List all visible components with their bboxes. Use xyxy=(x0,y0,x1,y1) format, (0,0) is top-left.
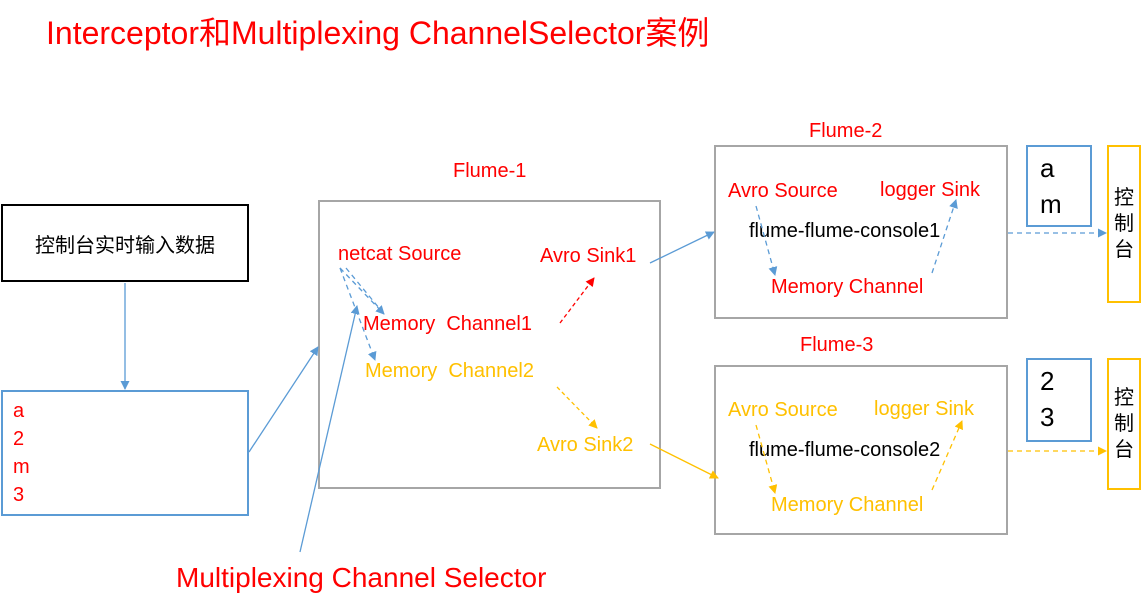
flume1-label: Flume-1 xyxy=(453,160,527,182)
flume3-console-box: 控 制 台 xyxy=(1107,358,1141,490)
flume1-memory-channel2: Memory Channel2 xyxy=(365,360,534,382)
console-char: 控 xyxy=(1114,387,1134,409)
flume2-output-box: a m xyxy=(1026,145,1092,227)
output-line: m xyxy=(1040,189,1062,219)
console-char: 台 xyxy=(1114,239,1134,261)
flume2-avro-source: Avro Source xyxy=(728,180,838,202)
output-line: 2 xyxy=(1040,366,1055,396)
arrow-source-to-channel2 xyxy=(339,267,377,361)
diagram-title: Interceptor和Multiplexing ChannelSelector… xyxy=(46,15,710,51)
flume1-avro-sink1: Avro Sink1 xyxy=(540,245,637,267)
arrow-channel2-to-sink2 xyxy=(556,386,598,429)
output-line: a xyxy=(1040,153,1055,183)
console-input-label: 控制台实时输入数据 xyxy=(35,234,215,257)
flume2-memory-channel: Memory Channel xyxy=(771,276,924,298)
flume1-box xyxy=(318,200,661,489)
input-data-box: a 2 m 3 xyxy=(1,390,249,516)
flume3-avro-source: Avro Source xyxy=(728,399,838,421)
flume2-agent-name: flume-flume-console1 xyxy=(749,220,941,242)
flume3-box xyxy=(714,365,1008,535)
flume2-console-box: 控 制 台 xyxy=(1107,145,1141,303)
input-line: 3 xyxy=(13,484,25,506)
arrow-selector-pointer xyxy=(299,305,360,553)
arrow-data-to-flume1 xyxy=(248,346,319,453)
flume1-netcat-source: netcat Source xyxy=(338,243,462,265)
input-line: a xyxy=(13,400,25,422)
output-line: 3 xyxy=(1040,402,1055,432)
arrow-flume2-source-to-channel xyxy=(755,205,778,276)
arrow-sink1-to-flume2 xyxy=(649,231,715,264)
flume2-label: Flume-2 xyxy=(809,120,883,142)
arrow-flume3-source-to-channel xyxy=(755,424,778,494)
console-char: 台 xyxy=(1114,439,1134,461)
flume1-memory-channel1: Memory Channel1 xyxy=(363,313,532,335)
flume1-avro-sink2: Avro Sink2 xyxy=(537,434,634,456)
flume3-agent-name: flume-flume-console2 xyxy=(749,439,941,461)
arrow-flume2-channel-to-sink xyxy=(931,199,958,274)
input-line: 2 xyxy=(13,428,25,450)
flume2-box xyxy=(714,145,1008,319)
console-char: 制 xyxy=(1114,413,1134,435)
flume3-label: Flume-3 xyxy=(800,334,874,356)
arrow-source-to-channel1 xyxy=(339,267,385,315)
arrow-flume3-channel-to-sink xyxy=(931,420,963,491)
flume3-logger-sink: logger Sink xyxy=(874,398,975,420)
flume3-output-box: 2 3 xyxy=(1026,358,1092,442)
multiplexing-selector-label: Multiplexing Channel Selector xyxy=(176,562,547,593)
arrow-channel1-to-sink1 xyxy=(559,277,595,324)
flume3-memory-channel: Memory Channel xyxy=(771,494,924,516)
input-line: m xyxy=(13,456,30,478)
console-input-box: 控制台实时输入数据 xyxy=(1,204,249,282)
arrow-source-to-channel1-b xyxy=(345,267,385,315)
console-char: 制 xyxy=(1114,213,1134,235)
console-char: 控 xyxy=(1114,187,1134,209)
arrow-sink2-to-flume3 xyxy=(649,443,719,479)
flume2-logger-sink: logger Sink xyxy=(880,179,981,201)
